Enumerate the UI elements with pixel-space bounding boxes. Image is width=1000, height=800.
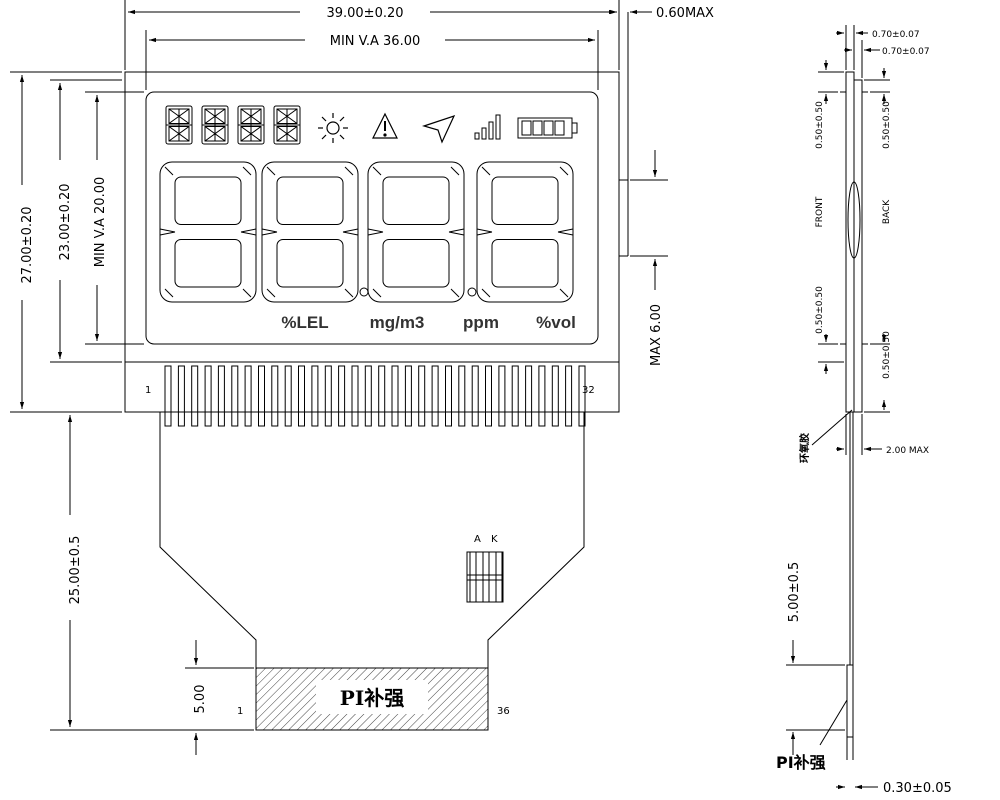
unit-lel: %LEL [281,313,328,332]
height-glass-label: 23.00±0.20 [58,183,73,260]
unit-mgm3: mg/m3 [370,313,425,332]
pin [404,365,412,427]
pin [511,365,519,427]
front-view [10,0,668,755]
pin [565,365,573,427]
pin [391,365,399,427]
lcd-segments [159,105,574,303]
warning-icon [372,112,398,139]
pin [258,365,265,427]
width-va-label: MIN V.A 36.00 [330,34,421,49]
side-stiffener-label: PI补强 [776,753,826,772]
pin [431,365,439,427]
height-va-label: MIN V.A 20.00 [93,177,108,268]
sun-icon [318,113,348,143]
fpc-pin-last-label: 36 [497,706,510,717]
pin [485,365,492,427]
small-digit [201,105,229,145]
height-overall-label: 27.00±0.20 [20,206,35,283]
pin-last-label: 32 [582,385,595,396]
pin [351,365,359,427]
max-6-label: MAX 6.00 [649,304,664,366]
pin [578,365,586,427]
glass-front-layer [845,71,855,413]
front-label: FRONT [815,196,825,227]
side-view [786,25,890,790]
pin [538,365,546,427]
pin [378,365,386,427]
pol-front-bottom-label: 0.50±0.50 [815,286,825,334]
stiffener-height-label: 5.00 [193,685,208,714]
unit-vol: %vol [536,313,576,332]
pin-first-label: 1 [145,385,151,396]
pin [525,365,533,427]
glass-back-label: 0.70±0.07 [882,47,930,57]
arrow-icon [421,114,456,144]
pin [244,365,252,427]
glass-outline [124,71,620,413]
pin [271,365,279,427]
led-a-label: A [474,534,481,545]
front-view-labels: 39.00±0.20 MIN V.A 36.00 0.60MAX 27.00±0… [20,3,714,717]
pin [458,365,466,427]
pol-front-top-label: 0.50±0.50 [815,101,825,149]
pin [231,365,239,427]
side-view-labels: 0.70±0.07 0.70±0.07 0.50±0.50 0.50±0.50 … [776,30,952,796]
led-k-label: K [491,534,498,545]
big-digit [367,161,465,303]
pin [217,365,225,427]
pin-area [164,365,586,427]
stiffener-label: PI补强 [340,686,404,710]
fpc-length-label: 25.00±0.5 [68,536,83,605]
pin [204,365,212,427]
back-label: BACK [882,199,892,224]
thickness-max-label: 0.60MAX [656,6,714,21]
glass-front-label: 0.70±0.07 [872,30,920,40]
pin [191,365,199,427]
pin [324,365,332,427]
pin [364,365,372,427]
big-digit [261,161,359,303]
signal-icon [474,114,501,140]
pin [311,365,319,427]
led-pads [466,551,504,603]
pin [298,365,305,427]
pin [445,365,452,427]
pin [338,365,346,427]
decimal-point [359,287,369,297]
glass-back-layer [853,79,863,413]
fpc-pin-first-label: 1 [237,706,243,717]
fpc-thickness-label: 0.30±0.05 [883,781,952,796]
big-digit [476,161,574,303]
unit-ppm: ppm [463,313,499,332]
pol-back-top-label: 0.50±0.50 [882,101,892,149]
fpc-bend-label: 5.00±0.5 [787,562,802,623]
big-digit [159,161,257,303]
pin [177,365,185,427]
battery-icon [517,117,578,139]
small-digit [165,105,193,145]
view-area [145,91,599,345]
decimal-point [467,287,477,297]
sealant-blob [847,181,861,259]
pin [551,365,559,427]
pin [284,365,292,427]
side-max-label: 2.00 MAX [886,446,929,456]
pin [471,365,479,427]
small-digit [273,105,301,145]
pin [164,365,172,427]
pol-back-bottom-label: 0.50±0.50 [882,331,892,379]
small-digit [237,105,265,145]
width-overall-label: 39.00±0.20 [326,6,403,21]
pin [418,365,426,427]
pin [498,365,506,427]
sealant-label: 环氧胶 [798,433,811,463]
